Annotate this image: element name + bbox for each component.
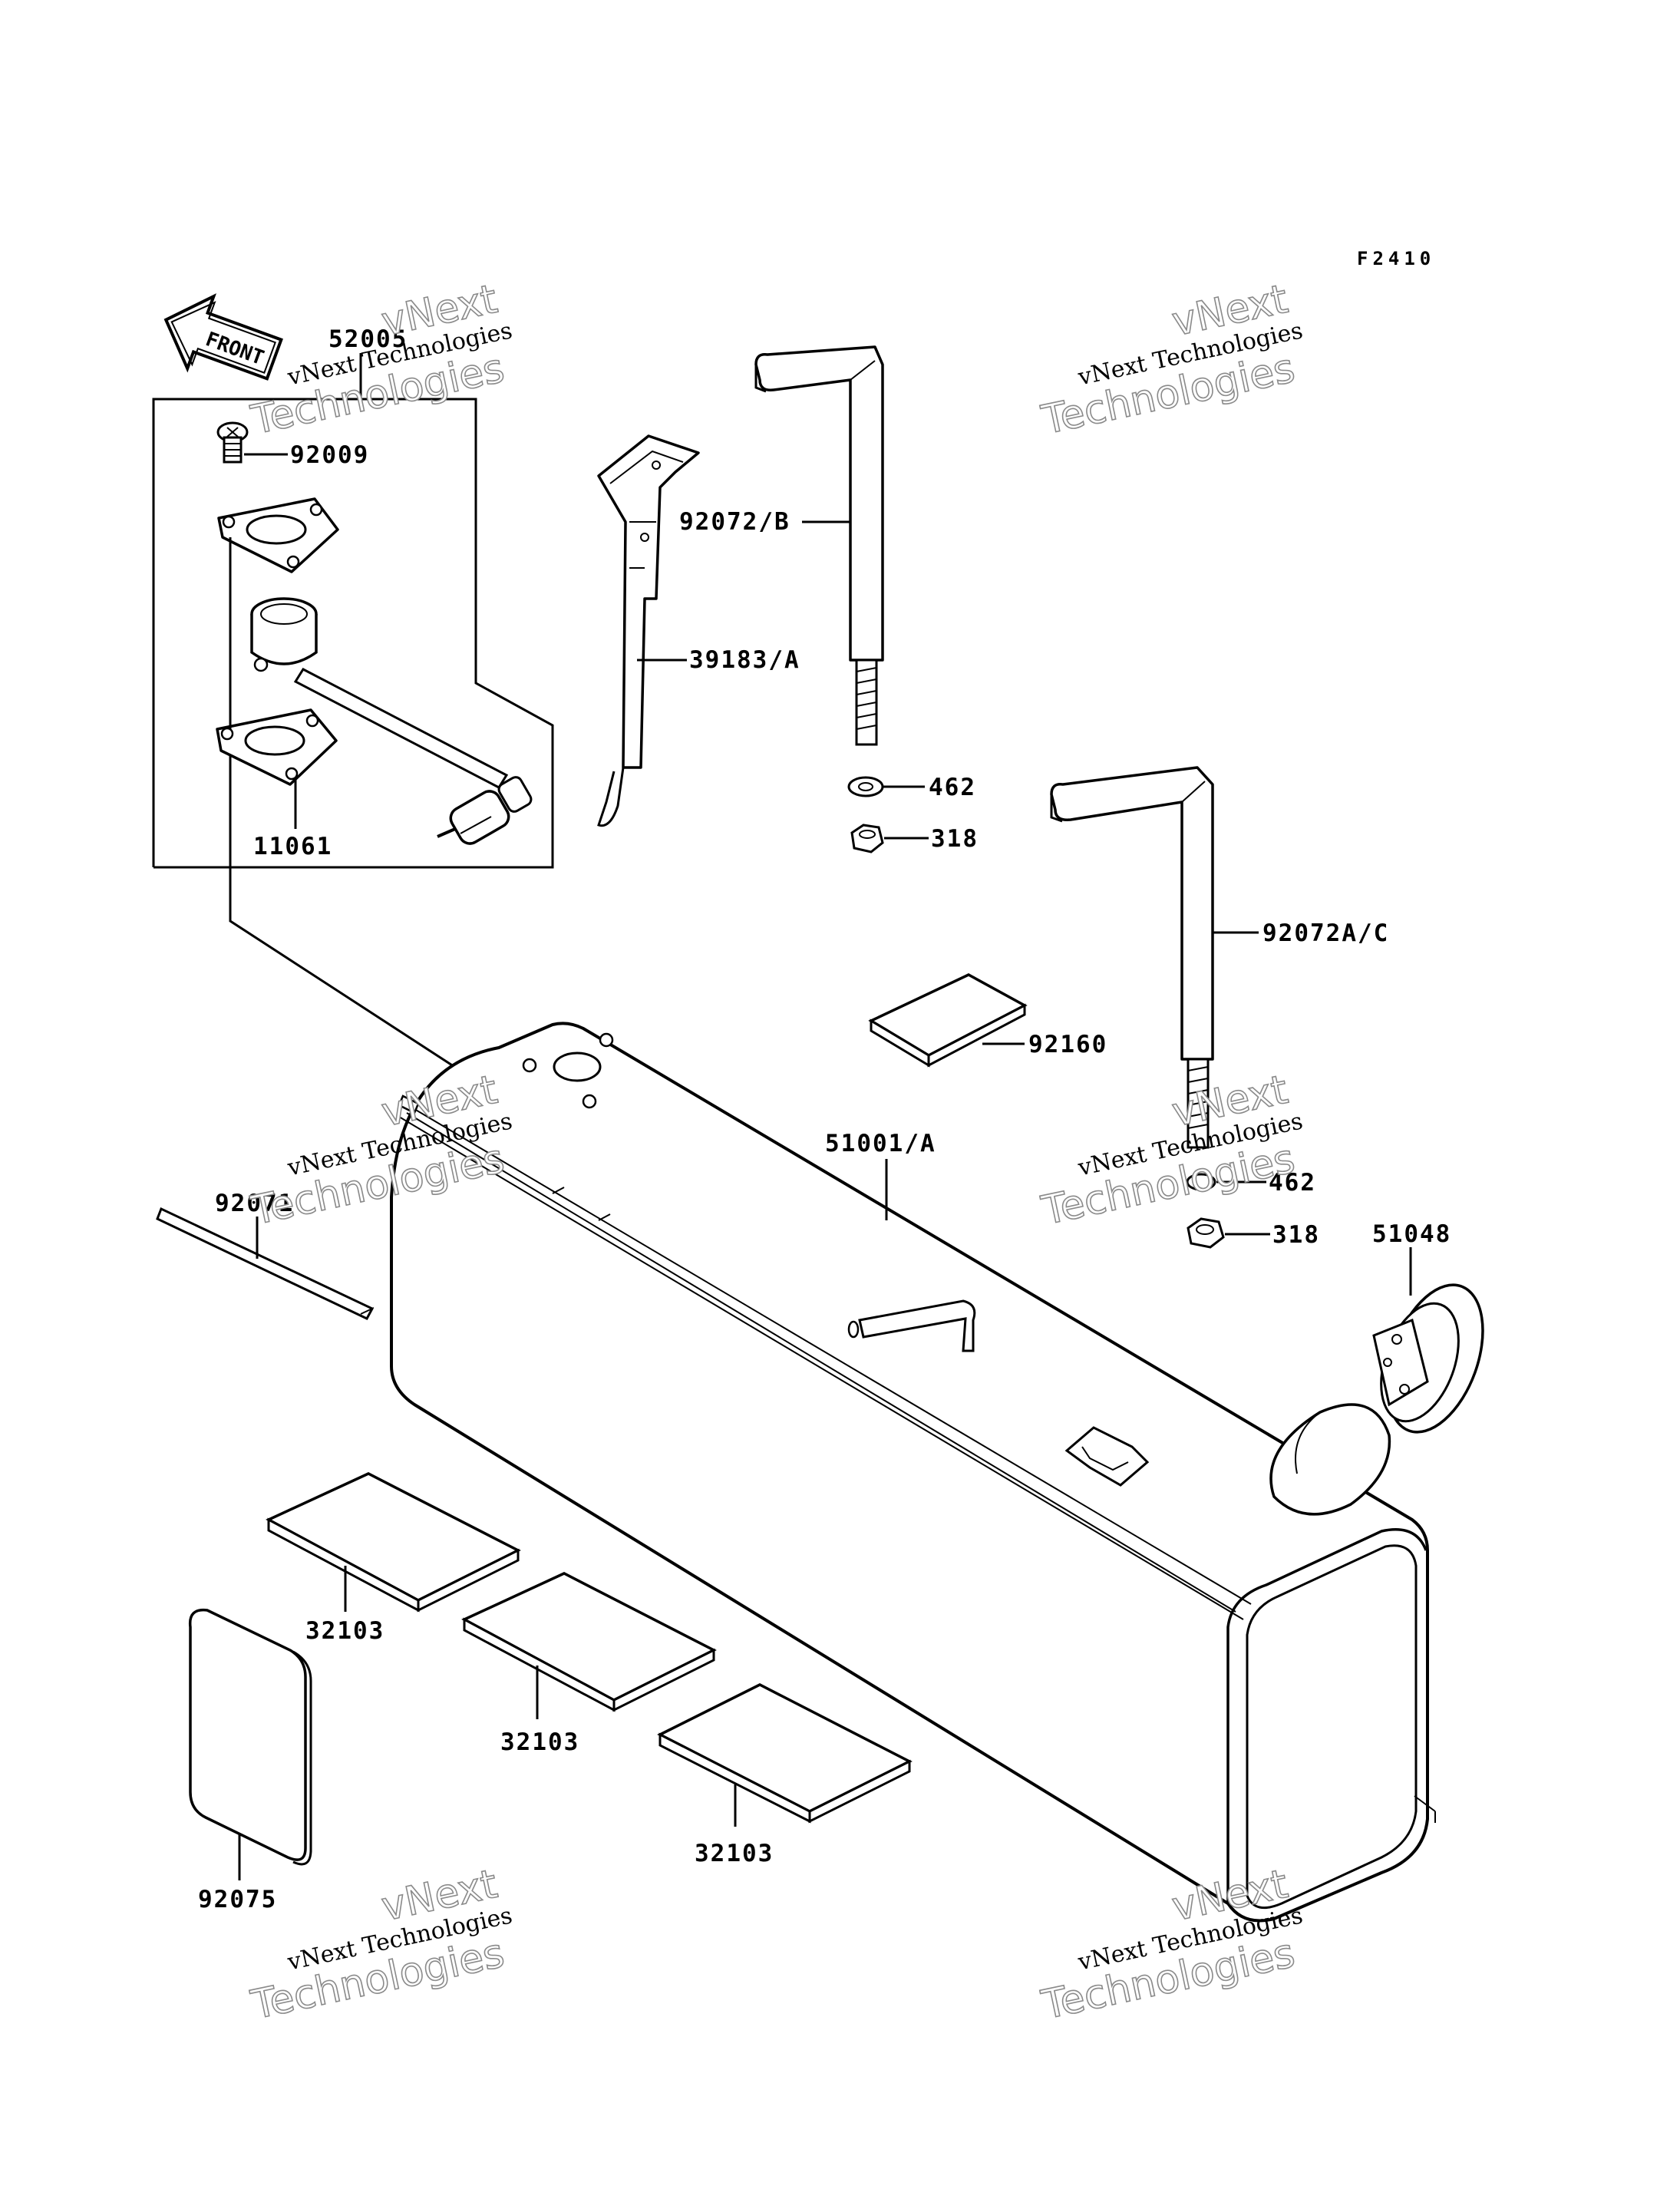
label-51001A: 51001/A bbox=[825, 1130, 936, 1157]
watermark-middle-right: vNext vNext Technologies Technologies bbox=[1037, 1066, 1305, 1235]
watermark-top-left: vNext vNext Technologies Technologies bbox=[246, 276, 514, 444]
washer-462-lower bbox=[1186, 1173, 1216, 1191]
gasket-plate-11061 bbox=[216, 708, 338, 786]
label-92072AC: 92072A/C bbox=[1262, 919, 1389, 947]
pad-32103-third bbox=[657, 1683, 913, 1824]
label-92160: 92160 bbox=[1028, 1031, 1107, 1058]
label-462-upper: 462 bbox=[929, 774, 976, 801]
assembly-bracket-frame bbox=[152, 398, 554, 869]
front-arrow-icon: FRONT bbox=[163, 293, 283, 381]
fuel-cap-51048 bbox=[1372, 1283, 1484, 1434]
label-92009: 92009 bbox=[290, 441, 369, 469]
pad-32103-second bbox=[461, 1572, 717, 1712]
label-92071: 92071 bbox=[215, 1190, 294, 1217]
label-52005: 52005 bbox=[328, 325, 408, 353]
fuel-gauge-sender bbox=[250, 597, 533, 845]
label-92072B: 92072/B bbox=[679, 508, 790, 536]
strap-92072AC bbox=[1050, 766, 1214, 1149]
label-51048: 51048 bbox=[1372, 1220, 1451, 1248]
label-32103-first: 32103 bbox=[305, 1617, 385, 1645]
strip-92071 bbox=[156, 1207, 375, 1320]
diagram-code: F2410 bbox=[1357, 248, 1435, 269]
nut-318-upper bbox=[850, 824, 884, 853]
pad-92160 bbox=[868, 973, 1028, 1068]
label-462-lower: 462 bbox=[1269, 1169, 1316, 1197]
label-39183A: 39183/A bbox=[689, 646, 800, 674]
label-32103-second: 32103 bbox=[500, 1728, 579, 1756]
screw-92009 bbox=[216, 421, 249, 464]
label-11061: 11061 bbox=[253, 833, 332, 860]
fuel-tank-51001A bbox=[390, 1022, 1436, 1923]
watermark-top-right: vNext vNext Technologies Technologies bbox=[1037, 276, 1305, 444]
washer-462-upper bbox=[847, 776, 884, 797]
bracket-39183A bbox=[597, 434, 700, 827]
strap-92072B bbox=[754, 345, 884, 746]
label-318-lower: 318 bbox=[1272, 1221, 1320, 1249]
watermark-bottom-left: vNext vNext Technologies Technologies bbox=[246, 1860, 514, 2029]
watermark-bottom-right: vNext vNext Technologies Technologies bbox=[1037, 1860, 1305, 2029]
label-32103-third: 32103 bbox=[695, 1840, 774, 1867]
label-318-upper: 318 bbox=[931, 825, 979, 853]
nut-318-lower bbox=[1187, 1217, 1225, 1249]
panel-92075 bbox=[188, 1608, 312, 1866]
gasket-plate-upper bbox=[217, 497, 339, 573]
pad-32103-first bbox=[266, 1472, 521, 1613]
label-92075: 92075 bbox=[198, 1886, 277, 1913]
